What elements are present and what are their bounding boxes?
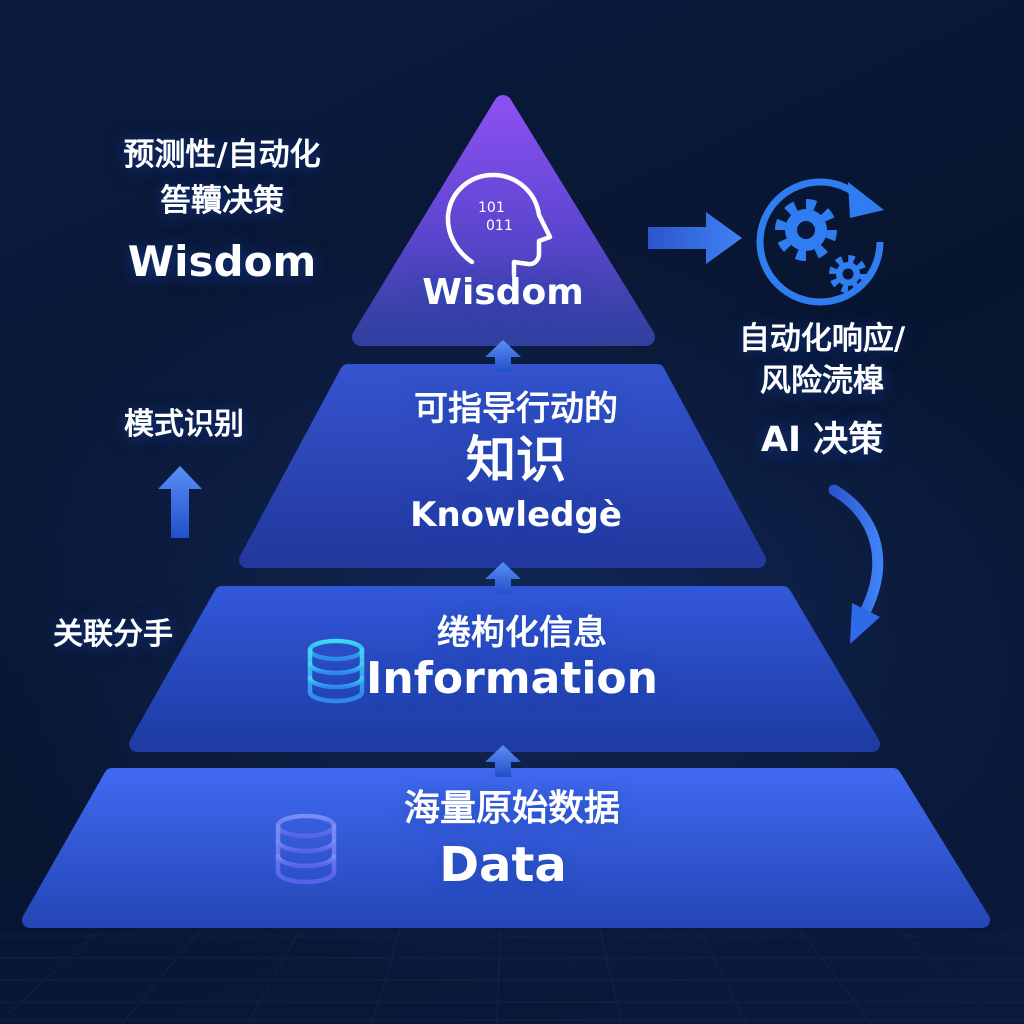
knowledge-lines-icon xyxy=(349,444,407,486)
head-binary-digits: 101 xyxy=(478,200,505,216)
tier-knowledge-shape xyxy=(239,364,766,568)
arrow-up-data-to-information-icon xyxy=(485,745,521,777)
arrow-curve-down-icon xyxy=(828,484,884,644)
pattern-recognition-label: 模式识别 xyxy=(124,407,244,442)
information-database-icon xyxy=(307,638,365,704)
gears-cycle-icon xyxy=(756,178,884,306)
floor-grid xyxy=(0,929,1024,1024)
tier-information-en: Information xyxy=(366,653,658,704)
data-database-icon xyxy=(275,813,337,885)
left-caption-line2: 筶韇决策 xyxy=(160,183,284,219)
tier-knowledge-zh-line2: 知识 xyxy=(466,431,566,489)
arrow-up-knowledge-to-wisdom-icon xyxy=(485,340,521,372)
pattern-arrow-up-icon xyxy=(158,466,202,538)
tier-data-shape xyxy=(22,768,990,928)
head-binary-digits: 011 xyxy=(486,218,513,234)
ai-head-icon: 101 011 xyxy=(445,172,553,279)
right-caption-line1: 自动化响应/ xyxy=(738,321,906,357)
right-caption-line2: 风险涜槹 xyxy=(760,363,884,399)
tier-information-shape xyxy=(129,586,880,752)
association-label: 关联分手 xyxy=(53,617,173,652)
arrow-up-information-to-knowledge-icon xyxy=(485,562,521,594)
tier-information-zh: 绻枸化信息 xyxy=(437,613,607,653)
left-caption-wisdom: Wisdom xyxy=(127,237,317,286)
tier-knowledge-zh-line1: 可指导行动的 xyxy=(414,389,618,429)
arrow-right-icon xyxy=(648,212,742,264)
tier-wisdom-shape xyxy=(352,95,655,346)
tier-wisdom-label: Wisdom xyxy=(422,272,584,313)
left-caption-line1: 预测性/自动化 xyxy=(123,137,321,173)
tier-data-zh: 海量原始数据 xyxy=(403,788,621,829)
right-caption-ai-decision: AI 决策 xyxy=(760,420,884,460)
tier-knowledge-en: Knowledgè xyxy=(410,495,622,535)
tier-data-en: Data xyxy=(439,837,567,893)
